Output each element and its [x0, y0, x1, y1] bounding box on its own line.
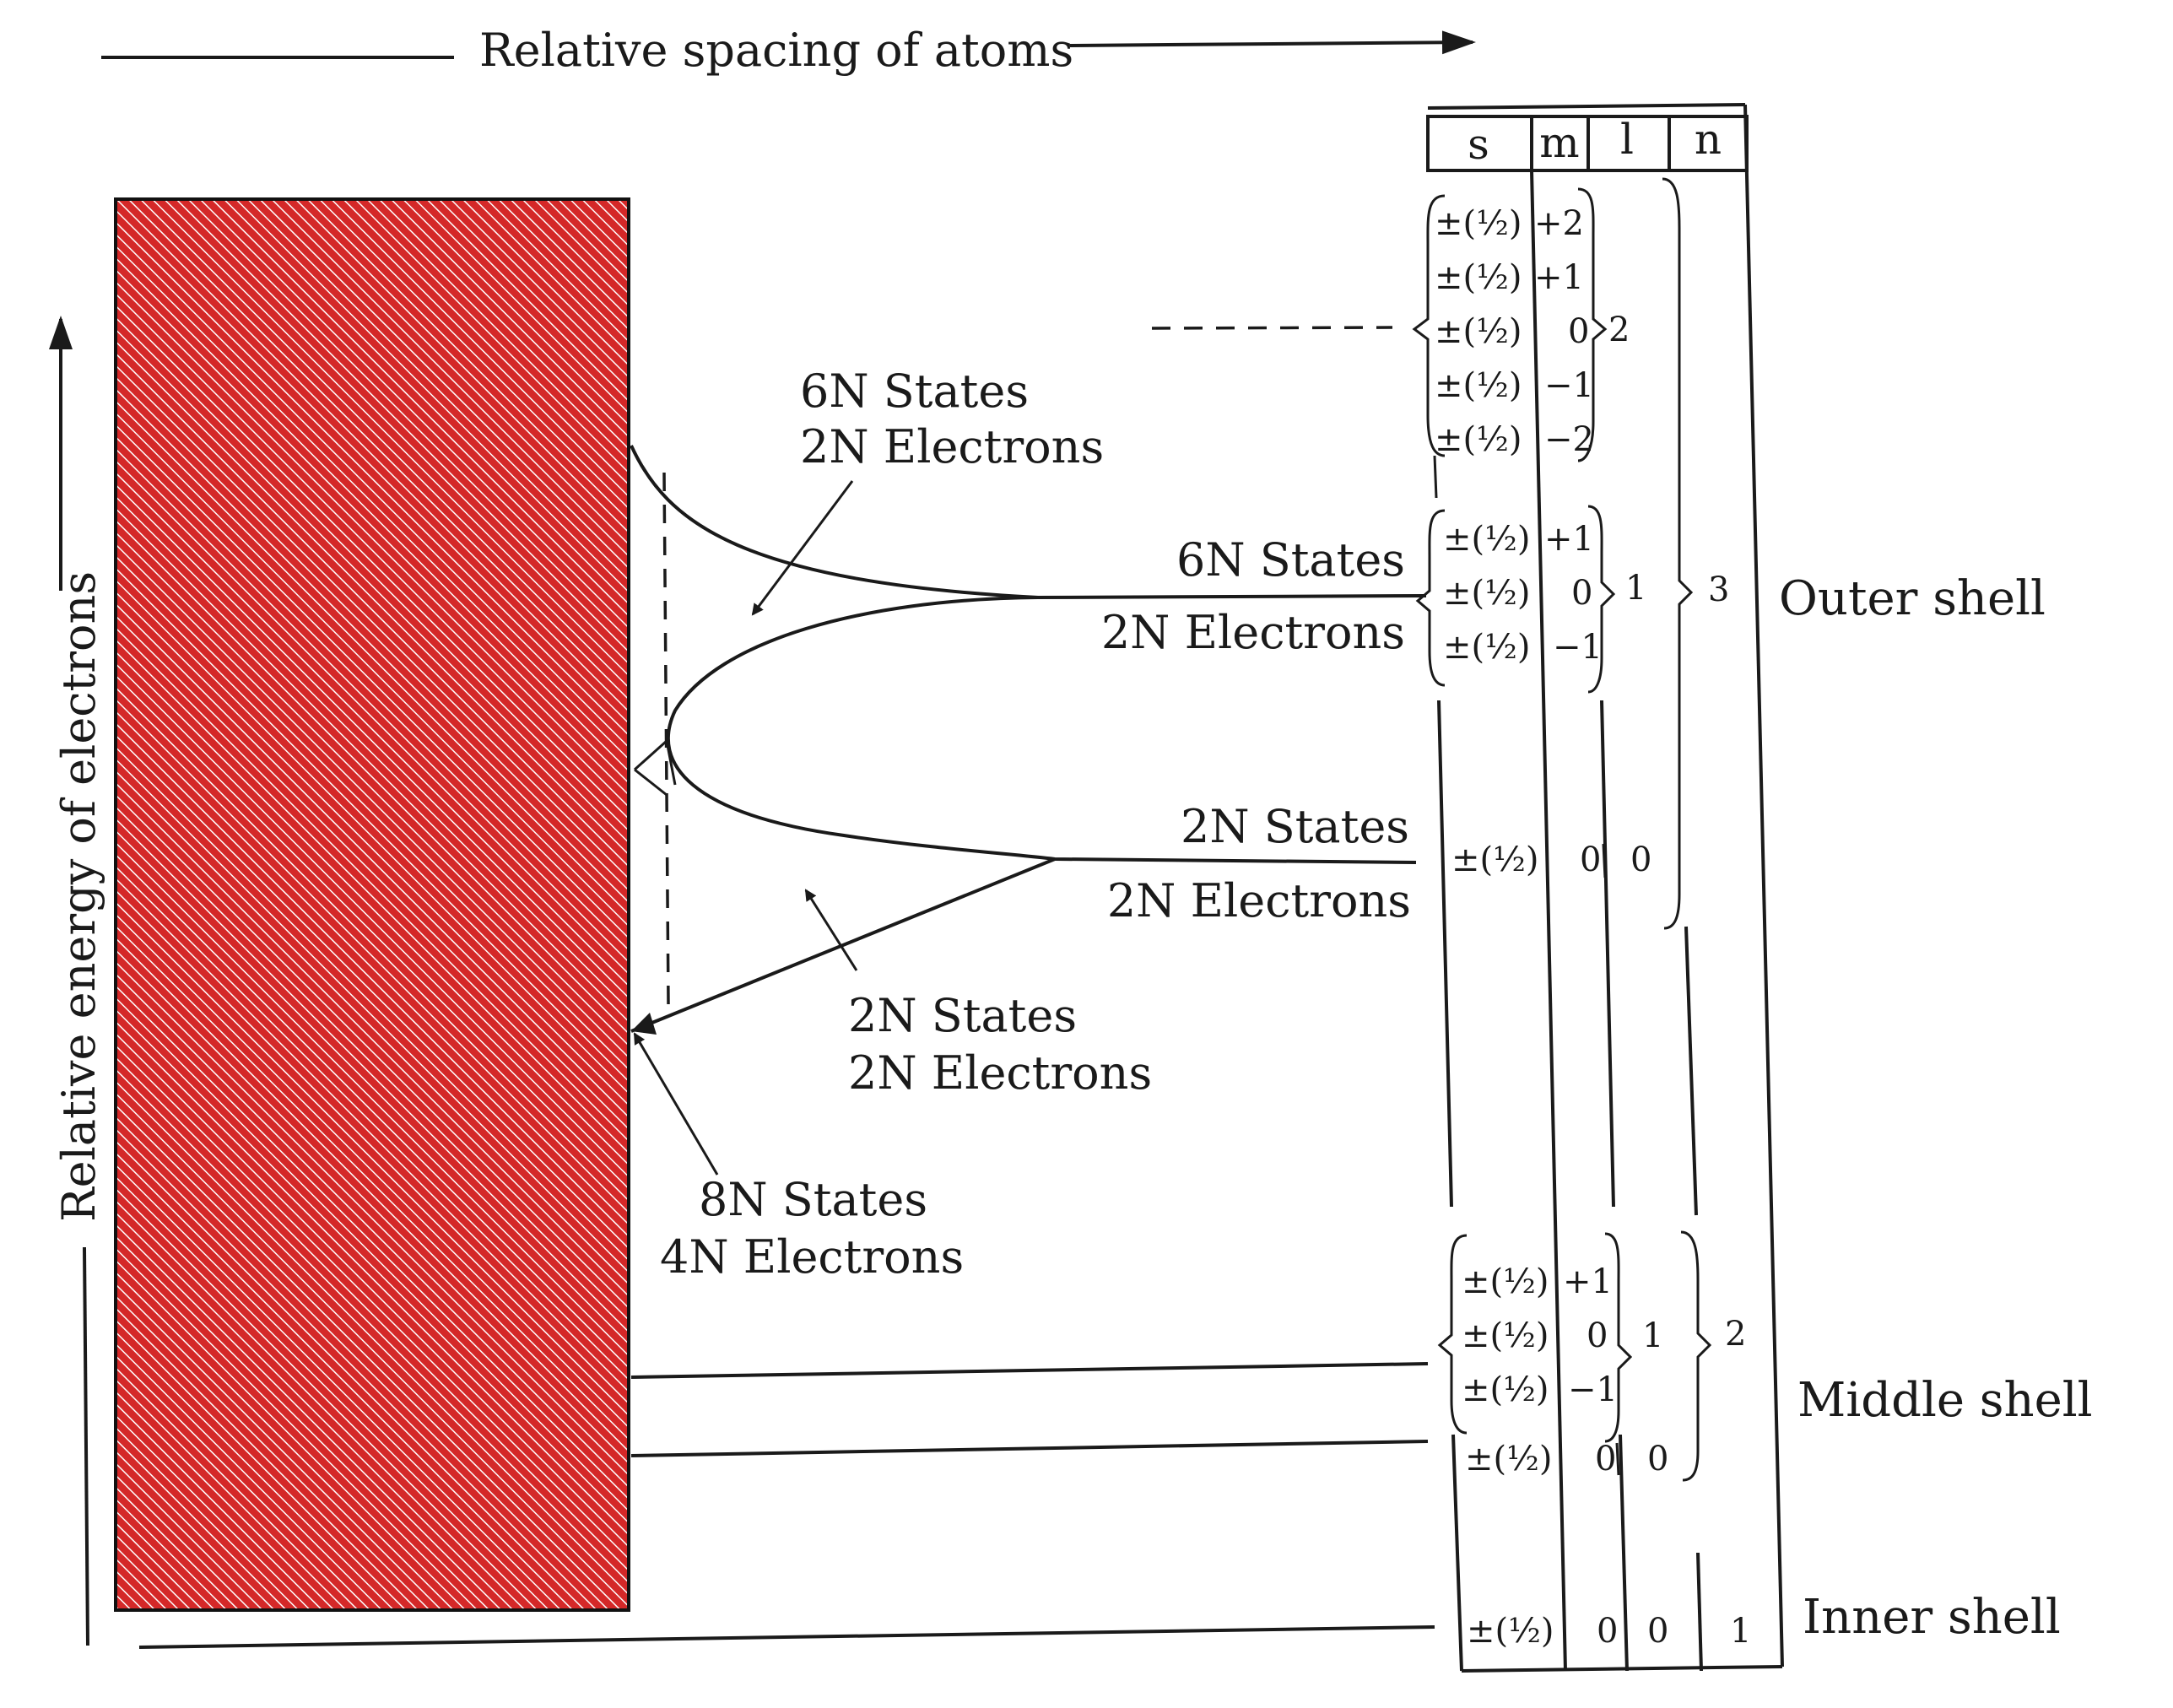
middle-p-spin-3: ±(½) [1462, 1370, 1549, 1409]
merged-band-electrons: 4N Electrons [660, 1230, 964, 1284]
inner-n: 1 [1730, 1612, 1751, 1651]
upper-band-curve [630, 445, 1427, 600]
upper-band-pointer [751, 480, 854, 616]
inner-spin: ±(½) [1467, 1612, 1554, 1651]
middle-p-m-3: −1 [1568, 1370, 1618, 1409]
col-m-l-divider-bottom [1619, 1434, 1629, 1672]
inner-level-line [138, 1625, 1435, 1649]
middle-s-m: 0 [1595, 1440, 1616, 1478]
d-m-5: −2 [1544, 420, 1594, 459]
middle-s-level-line [630, 1440, 1429, 1457]
header-s: s [1468, 120, 1489, 169]
outer-s-level-states: 2N States [1181, 800, 1409, 853]
middle-p-l-value: 1 [1642, 1316, 1663, 1355]
middle-p-brace-right [1604, 1232, 1633, 1443]
col-l-n-divider-lower [1684, 926, 1698, 1216]
merged-band-pointer [633, 1032, 719, 1176]
middle-p-brace-left [1437, 1234, 1468, 1435]
header-m: m [1539, 118, 1579, 167]
d-spin-5: ±(½) [1435, 420, 1522, 459]
equilibrium-dashed-line [662, 472, 670, 1005]
outer-p-spin-2: ±(½) [1443, 574, 1531, 613]
middle-s-m-divider [1615, 1442, 1620, 1476]
merge-point-marker [633, 739, 677, 797]
d-spin-2: ±(½) [1435, 258, 1522, 297]
outer-s-level-electrons: 2N Electrons [1107, 874, 1411, 927]
middle-s-l: 0 [1647, 1440, 1668, 1478]
middle-p-level-line [630, 1362, 1429, 1379]
x-axis-label: Relative spacing of atoms [479, 24, 1073, 77]
middle-shell-label: Middle shell [1797, 1373, 2093, 1428]
outer-n-brace [1662, 177, 1694, 930]
outer-p-brace-right [1587, 505, 1616, 694]
y-axis-line-lower [83, 1246, 89, 1646]
d-spin-4: ±(½) [1435, 366, 1522, 405]
middle-n-brace [1680, 1230, 1712, 1482]
middle-p-spin-1: ±(½) [1462, 1262, 1549, 1301]
middle-p-m-1: +1 [1563, 1262, 1613, 1301]
header-l: l [1620, 115, 1634, 164]
outer-shell-label: Outer shell [1779, 571, 2046, 626]
inner-l: 0 [1647, 1612, 1668, 1651]
merged-band-states: 8N States [699, 1173, 927, 1226]
d-m-3: 0 [1568, 312, 1589, 351]
outer-s-l: 0 [1630, 840, 1651, 879]
outer-p-level-electrons: 2N Electrons [1101, 606, 1405, 659]
middle-n-value: 2 [1725, 1315, 1746, 1354]
d-spin-3: ±(½) [1435, 312, 1522, 351]
outer-n-value: 3 [1708, 570, 1729, 609]
solid-band-region [114, 197, 630, 1612]
upper-band-inner-edge [666, 596, 1417, 864]
y-axis-label: Relative energy of electrons [52, 571, 105, 1222]
header-n: n [1695, 115, 1722, 164]
outer-p-m-2: 0 [1571, 574, 1592, 613]
lower-band-pointer [804, 889, 858, 971]
lower-band-arrowhead [631, 1013, 657, 1035]
d-m-2: +1 [1534, 258, 1584, 297]
outer-s-spin: ±(½) [1451, 840, 1539, 879]
lower-band-electrons: 2N Electrons [848, 1046, 1152, 1100]
table-bottom-edge [1461, 1665, 1783, 1673]
table-top-right-edge [1427, 103, 1746, 110]
d-group-brace-left [1412, 194, 1446, 457]
middle-s-spin: ±(½) [1465, 1440, 1553, 1478]
outer-p-m-1: +1 [1544, 520, 1594, 559]
middle-p-m-2: 0 [1587, 1316, 1608, 1355]
lower-band-edge [630, 857, 1056, 1033]
lower-band-states: 2N States [848, 989, 1077, 1042]
outer-p-m-3: −1 [1553, 628, 1603, 667]
col-s-m-divider [1530, 170, 1567, 1672]
outer-s-m: 0 [1580, 840, 1601, 879]
inner-m: 0 [1597, 1612, 1618, 1651]
outer-p-brace-left [1415, 509, 1446, 687]
d-level-dash [1151, 326, 1393, 330]
d-m-1: +2 [1534, 204, 1584, 243]
col-l-n-divider-bottom [1696, 1552, 1703, 1672]
upper-band-electrons: 2N Electrons [800, 420, 1104, 473]
outer-p-level-states: 6N States [1176, 533, 1405, 586]
outer-p-l-value: 1 [1625, 569, 1646, 608]
col-m-l-divider-lower [1600, 700, 1615, 1208]
d-spin-1: ±(½) [1435, 204, 1522, 243]
d-m-4: −1 [1544, 366, 1594, 405]
outer-p-spin-3: ±(½) [1443, 628, 1531, 667]
table-right-edge [1743, 104, 1784, 1667]
x-axis-arrow [1069, 30, 1476, 55]
inner-shell-label: Inner shell [1803, 1590, 2061, 1645]
middle-p-spin-2: ±(½) [1462, 1316, 1549, 1355]
table-left-edge [1437, 700, 1453, 1208]
outer-p-spin-1: ±(½) [1443, 520, 1531, 559]
outer-s-m-divider [1602, 843, 1607, 878]
table-left-edge-bottom [1451, 1434, 1463, 1672]
table-left-edge-top [1433, 455, 1438, 499]
d-l-value: 2 [1608, 311, 1630, 349]
d-group-brace-right [1577, 187, 1608, 462]
upper-band-states: 6N States [800, 365, 1029, 418]
